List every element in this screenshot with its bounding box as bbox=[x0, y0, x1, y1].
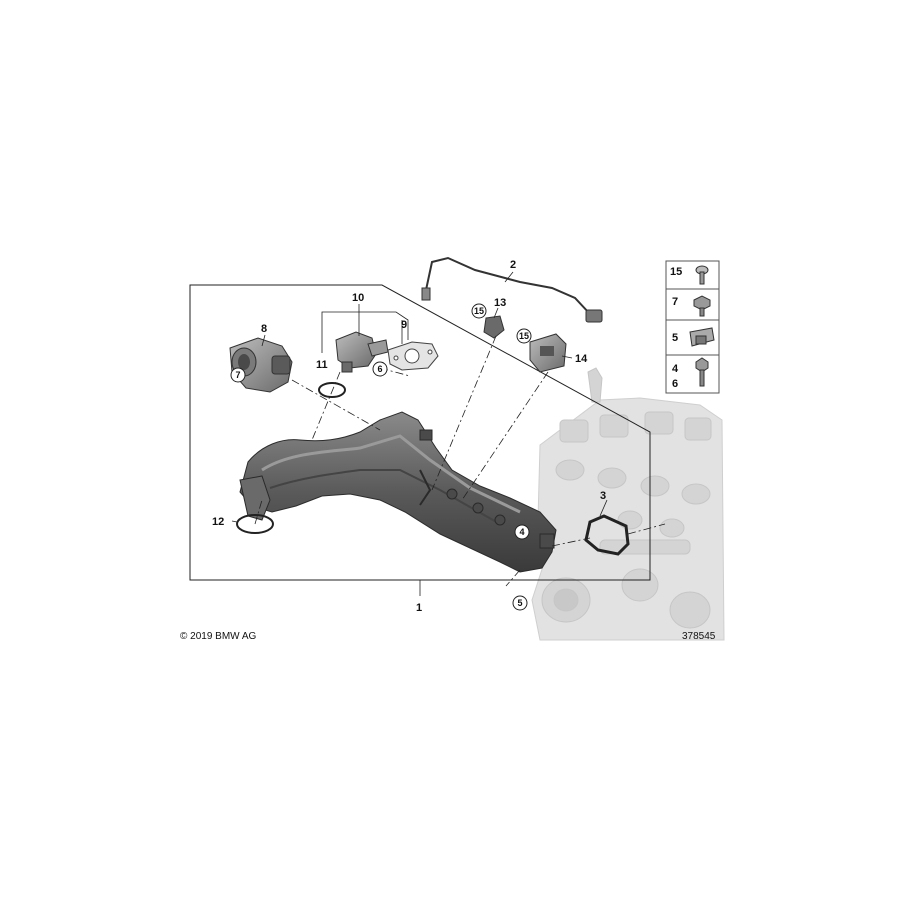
circled-callout-15b: 15 bbox=[516, 328, 532, 344]
callout-8: 8 bbox=[261, 323, 267, 335]
callout-11: 11 bbox=[316, 359, 328, 371]
callout-9: 9 bbox=[401, 319, 407, 331]
legend-row-7: 7 bbox=[672, 295, 711, 317]
clip-nut-icon bbox=[689, 327, 715, 347]
svg-text:15: 15 bbox=[670, 266, 682, 278]
svg-text:7: 7 bbox=[235, 370, 240, 380]
svg-text:4: 4 bbox=[519, 527, 524, 537]
gasket-plate bbox=[387, 341, 439, 371]
svg-text:6: 6 bbox=[672, 378, 678, 390]
drawing-number: 378545 bbox=[682, 631, 716, 642]
sensor-14 bbox=[529, 333, 567, 373]
callout-leaders bbox=[231, 271, 608, 596]
svg-text:4: 4 bbox=[672, 363, 679, 375]
torx-screw-icon bbox=[695, 265, 709, 285]
legend-row-15: 15 bbox=[670, 265, 709, 285]
callout-12: 12 bbox=[212, 516, 224, 528]
callout-14: 14 bbox=[575, 353, 588, 365]
circled-callout-6: 6 bbox=[372, 361, 388, 377]
throttle-housing bbox=[229, 337, 293, 393]
svg-text:5: 5 bbox=[672, 332, 678, 344]
o-ring-12 bbox=[236, 514, 274, 534]
assembly-outline-box bbox=[189, 284, 651, 581]
gasket-3 bbox=[584, 514, 630, 556]
sensor-cable bbox=[421, 256, 603, 323]
circled-callout-7: 7 bbox=[230, 367, 246, 383]
callout-10: 10 bbox=[352, 292, 364, 304]
sensor-13 bbox=[483, 315, 505, 339]
engine-head-ghost bbox=[531, 367, 725, 641]
o-ring-11 bbox=[318, 382, 346, 398]
svg-text:5: 5 bbox=[517, 598, 522, 608]
circled-callout-4: 4 bbox=[514, 524, 530, 540]
legend-row-4-6: 4 6 bbox=[672, 357, 709, 390]
circled-callout-5: 5 bbox=[512, 595, 528, 611]
svg-text:6: 6 bbox=[377, 364, 382, 374]
fastener-legend: 15 7 5 4 6 bbox=[665, 260, 720, 394]
callout-2: 2 bbox=[510, 259, 516, 271]
callout-3: 3 bbox=[600, 490, 606, 502]
callout-13: 13 bbox=[494, 297, 506, 309]
assembly-leaders bbox=[254, 335, 666, 587]
flange-bolt-icon bbox=[693, 295, 711, 317]
svg-text:7: 7 bbox=[672, 296, 678, 308]
svg-text:15: 15 bbox=[519, 331, 529, 341]
intake-manifold bbox=[239, 411, 557, 573]
svg-text:15: 15 bbox=[474, 306, 484, 316]
circled-callout-15a: 15 bbox=[471, 303, 487, 319]
legend-row-5: 5 bbox=[672, 327, 715, 347]
callout-1: 1 bbox=[416, 602, 422, 614]
hex-bolt-icon bbox=[695, 357, 709, 387]
copyright-text: © 2019 BMW AG bbox=[180, 631, 257, 642]
